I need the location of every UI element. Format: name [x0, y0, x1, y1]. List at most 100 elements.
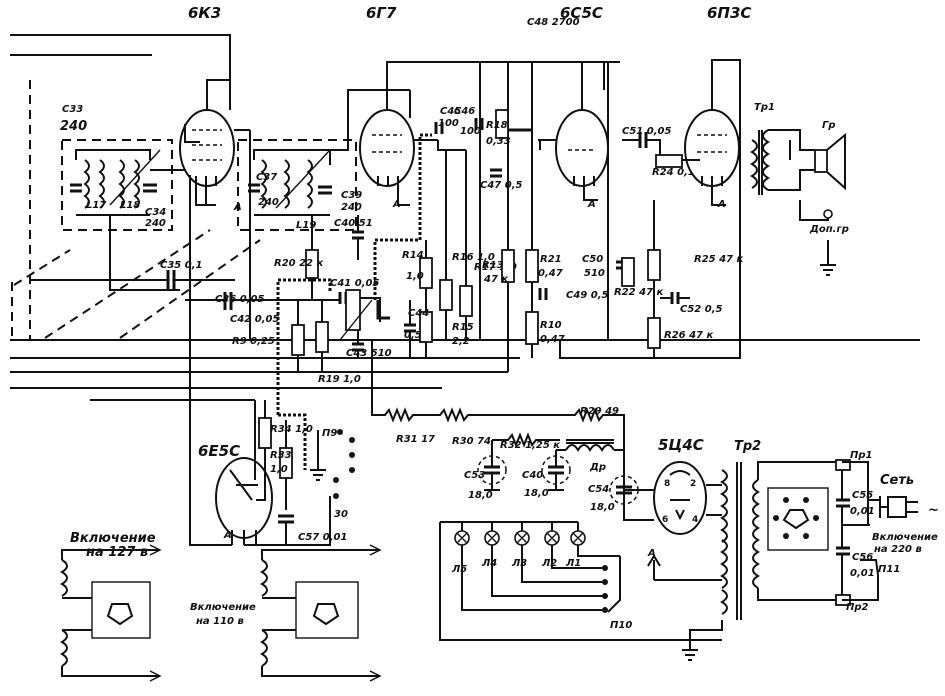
label-pr2: Пр2	[846, 602, 869, 613]
label-r14: R14	[402, 250, 424, 261]
label-c34-value: 240	[145, 218, 166, 229]
output-stage	[559, 59, 846, 359]
label-c44: C44	[408, 308, 429, 319]
label-c39: C39	[341, 190, 362, 201]
label-r18-value: 0,33	[486, 136, 511, 147]
tube-title-6p3s: 6П3С	[707, 4, 751, 22]
label-pr1: Пр1	[850, 450, 873, 461]
label-r31: R31 17	[396, 434, 435, 445]
pin-2: 2	[690, 479, 696, 489]
pilot-lamps	[439, 521, 722, 641]
tube-title-6g7: 6Г7	[366, 4, 397, 22]
label-c40: C40 51	[334, 218, 373, 229]
label-l4: Л4	[481, 558, 497, 569]
pin-8: 8	[664, 479, 670, 489]
label-gr: Гр	[822, 120, 836, 131]
inset-110-title: Включение	[190, 602, 256, 613]
tube-title-6e5s: 6Е5С	[198, 442, 240, 460]
label-c54-value: 18,0	[590, 502, 615, 513]
label-c52: C52 0,5	[680, 304, 722, 315]
label-r25: R25 47 к	[694, 254, 743, 265]
label-c45-value: 100	[438, 118, 459, 129]
label-c50-value: 510	[584, 268, 605, 279]
pin-4: 4	[692, 515, 698, 525]
label-r15: R15	[452, 322, 474, 333]
label-tilde: ~	[928, 503, 939, 518]
tuning-indicator	[189, 400, 355, 546]
inset-127-title: Включение	[70, 531, 156, 546]
tube-6s5s-cathode-a: А	[587, 199, 596, 210]
inset-110-subtitle: на 110 в	[196, 616, 244, 627]
label-c37-value: 240	[258, 197, 279, 208]
label-r33-value: 1,0	[270, 464, 288, 475]
label-p10: П10	[610, 620, 632, 631]
tube-6g7-cathode-a: А	[392, 199, 401, 210]
label-l3: Л3	[511, 558, 527, 569]
label-r15-value: 2,2	[452, 336, 470, 347]
inset-110	[260, 544, 382, 682]
tube-6e5s-cathode-a: А	[223, 530, 232, 541]
label-r13: R13	[482, 260, 504, 271]
label-c53-value: 18,0	[468, 490, 493, 501]
label-r32: R32 1,25 к	[500, 440, 560, 451]
inset-127-subtitle: на 127 в	[86, 545, 148, 560]
label-r16: R16 1,0	[452, 252, 495, 263]
label-c37: C37	[256, 172, 277, 183]
label-c46: C46	[454, 106, 475, 117]
label-r10-value: 0,47	[540, 334, 565, 345]
label-a-supply: А	[647, 548, 656, 559]
label-r9: R9 0,25	[232, 336, 275, 347]
tube-title-6k3: 6К3	[188, 4, 221, 22]
label-r14-value: 1,0	[406, 271, 424, 282]
label-c57: C57 0,01	[298, 532, 347, 543]
label-c51: C51 0,05	[622, 126, 671, 137]
label-r33: R33	[270, 450, 292, 461]
label-c55: C55	[852, 490, 873, 501]
label-r21: R21	[540, 254, 562, 265]
label-on220-value: на 220 в	[874, 544, 922, 555]
label-c54: C54	[588, 484, 609, 495]
label-dr: Др	[589, 462, 606, 473]
label-c42: C42 0,05	[230, 314, 279, 325]
label-30: 30	[334, 509, 348, 520]
label-r34: R34 1,0	[270, 424, 313, 435]
label-l18: L18	[120, 200, 140, 211]
label-c43: C43 510	[346, 348, 392, 359]
label-r18: R18	[486, 120, 508, 131]
tube-6p3s-cathode-a: А	[717, 199, 726, 210]
label-r24: R24 0,1	[652, 167, 695, 178]
af-stage	[479, 62, 683, 372]
label-r26: R26 47 к	[664, 330, 713, 341]
label-c48: C48 2700	[527, 17, 580, 28]
tube-title-5c4s: 5Ц4С	[658, 436, 704, 454]
label-c36: C36 0,05	[215, 294, 264, 305]
label-c46-value: 100	[460, 126, 481, 137]
label-c39-value: 240	[341, 202, 362, 213]
label-dopgr: Доп.гр	[809, 224, 849, 235]
power-supply	[371, 340, 918, 661]
label-p11: П11	[878, 564, 900, 575]
label-c47: C47 0,5	[480, 180, 522, 191]
if-stage	[248, 61, 620, 470]
label-r17: R17 1,0	[474, 262, 517, 273]
label-on220: Включение	[872, 532, 938, 543]
label-c44-value: 0,5	[404, 330, 422, 341]
label-c33-value: 240	[60, 119, 87, 134]
label-c56-value: 0,01	[850, 568, 875, 579]
label-r19: R19 1,0	[318, 374, 361, 385]
label-c56: C56	[852, 552, 873, 563]
pin-6: 6	[662, 515, 668, 525]
label-p9: П9	[322, 428, 337, 439]
label-c53: C53	[464, 470, 485, 481]
label-r29: R29 49	[580, 406, 619, 417]
tube-title-6s5s: 6С5С	[560, 4, 603, 22]
label-r30: R30 74	[452, 436, 491, 447]
label-c45: C45	[440, 106, 461, 117]
label-c49: C49 0,5	[566, 290, 608, 301]
label-c40b-value: 18,0	[524, 488, 549, 499]
label-r22: R22 47 к	[614, 287, 663, 298]
label-c41: C41 0,05	[330, 278, 379, 289]
label-l19: L19	[296, 220, 316, 231]
label-c55-value: 0,01	[850, 506, 875, 517]
label-c50: C50	[582, 254, 603, 265]
